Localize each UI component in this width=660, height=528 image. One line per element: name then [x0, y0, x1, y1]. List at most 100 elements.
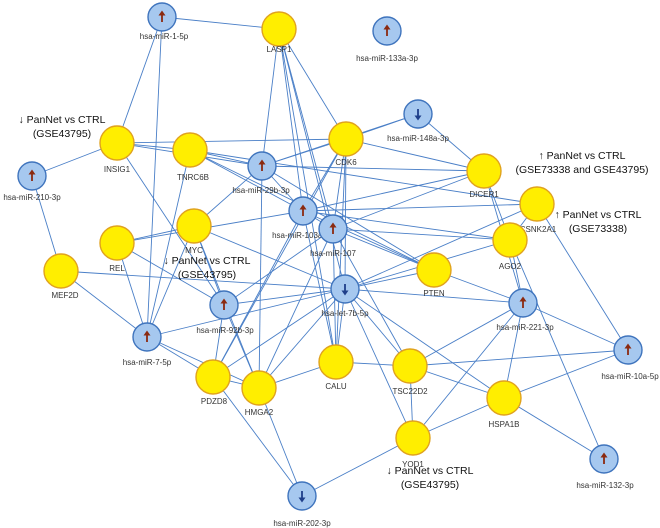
node-miR133[interactable]: hsa-miR-133a-3p: [356, 16, 418, 63]
edge-let7b-miR221: [344, 288, 524, 304]
node-miR210[interactable]: hsa-miR-210-3p: [3, 161, 61, 202]
node-INSIG1[interactable]: INSIG1: [99, 125, 135, 174]
annotation-title: ↑ PanNet vs CTRL: [539, 150, 626, 162]
node-miR29b[interactable]: hsa-miR-29b-3p: [232, 151, 290, 195]
annotation-ann_insig1: ↓ PanNet vs CTRL(GSE43795): [19, 114, 106, 140]
node-miR148[interactable]: hsa-miR-148a-3p: [387, 99, 449, 143]
edge-LASP1-let7b: [278, 28, 346, 290]
annotations-layer: ↓ PanNet vs CTRL(GSE43795) ↑ PanNet vs CT…: [19, 114, 649, 491]
gene-node-circle[interactable]: [492, 222, 528, 258]
node-label-CDK6: CDK6: [335, 158, 357, 167]
edge-let7b-miR92b: [223, 288, 346, 306]
node-miR92b[interactable]: hsa-miR-92b-3p: [196, 290, 254, 335]
node-label-miR107: hsa-miR-107: [310, 249, 356, 258]
gene-node-circle[interactable]: [519, 186, 555, 222]
edge-YOD1-miR202: [301, 437, 414, 497]
edge-let7b-YOD1: [344, 288, 414, 439]
nodes-layer: hsa-miR-1-5p LASP1 hsa-miR-133a-3p hsa-miR-…: [3, 2, 659, 528]
edge-CSNK2A1-let7b: [344, 203, 538, 290]
gene-node-circle[interactable]: [172, 132, 208, 168]
node-label-HMGA2: HMGA2: [245, 408, 274, 417]
node-LASP1[interactable]: LASP1: [261, 11, 297, 54]
node-label-miR7: hsa-miR-7-5p: [123, 358, 172, 367]
up-arrow-icon-shaft: [161, 15, 163, 22]
gene-node-circle[interactable]: [392, 348, 428, 384]
node-label-miR92b: hsa-miR-92b-3p: [196, 326, 254, 335]
node-MYC[interactable]: MYC: [176, 208, 212, 255]
node-YOD1[interactable]: YOD1: [395, 420, 431, 469]
edge-miR10a-TSC22D2: [409, 349, 629, 367]
edge-HMGA2-miR202: [258, 387, 303, 497]
node-label-miR202: hsa-miR-202-3p: [273, 519, 331, 528]
up-arrow-icon: [28, 169, 36, 175]
gene-node-circle[interactable]: [486, 380, 522, 416]
node-AGO2[interactable]: AGO2: [492, 222, 528, 271]
annotation-title: ↑ PanNet vs CTRL: [555, 209, 642, 221]
edge-let7b-HSPA1B: [344, 288, 505, 399]
up-arrow-icon: [299, 204, 307, 210]
gene-node-circle[interactable]: [466, 153, 502, 189]
gene-node-circle[interactable]: [176, 208, 212, 244]
edge-CDK6-CALU: [335, 138, 347, 363]
gene-node-circle[interactable]: [416, 252, 452, 288]
up-arrow-icon-shaft: [522, 301, 524, 308]
up-arrow-icon-shaft: [603, 457, 605, 464]
node-HSPA1B[interactable]: HSPA1B: [486, 380, 522, 429]
edge-miR221-TSC22D2: [409, 302, 524, 367]
edge-CDK6-DICER1: [345, 138, 485, 172]
node-miR1[interactable]: hsa-miR-1-5p: [140, 2, 189, 41]
edge-let7b-HMGA2: [258, 288, 346, 389]
edge-LASP1-miR103: [278, 28, 304, 212]
down-arrow-icon: [341, 290, 349, 296]
up-arrow-icon: [329, 222, 337, 228]
node-miR221[interactable]: hsa-miR-221-3p: [496, 288, 554, 332]
gene-node-circle[interactable]: [99, 225, 135, 261]
annotation-ann_myc: ↓ PanNet vs CTRL(GSE43795): [164, 255, 251, 281]
node-label-REL: REL: [109, 264, 125, 273]
node-miR132[interactable]: hsa-miR-132-3p: [576, 444, 634, 490]
node-let7b[interactable]: hsa-let-7b-5p: [321, 274, 369, 318]
up-arrow-icon: [624, 343, 632, 349]
node-PDZD8[interactable]: PDZD8: [195, 359, 231, 406]
edge-miR221-YOD1: [412, 302, 524, 439]
node-MEF2D[interactable]: MEF2D: [43, 253, 79, 300]
down-arrow-icon-shaft: [301, 491, 303, 498]
node-CSNK2A1[interactable]: CSNK2A1: [519, 186, 557, 234]
node-miR7[interactable]: hsa-miR-7-5p: [123, 322, 172, 367]
node-REL[interactable]: REL: [99, 225, 135, 273]
gene-node-circle[interactable]: [395, 420, 431, 456]
node-label-PDZD8: PDZD8: [201, 397, 228, 406]
node-miR103[interactable]: hsa-miR-103a-3p: [272, 196, 334, 240]
node-TSC22D2[interactable]: TSC22D2: [392, 348, 428, 396]
edge-CDK6-let7b: [344, 138, 347, 290]
node-label-TNRC6B: TNRC6B: [177, 173, 209, 182]
down-arrow-icon: [298, 497, 306, 503]
edge-miR1-INSIG1: [116, 16, 163, 144]
node-miR107[interactable]: hsa-miR-107: [310, 214, 356, 258]
node-CDK6[interactable]: CDK6: [328, 121, 364, 167]
edge-INSIG1-CDK6: [116, 138, 347, 144]
node-label-miR221: hsa-miR-221-3p: [496, 323, 554, 332]
gene-node-circle[interactable]: [43, 253, 79, 289]
edge-HSPA1B-miR132: [503, 397, 605, 460]
up-arrow-icon: [158, 10, 166, 16]
node-PTEN[interactable]: PTEN: [416, 252, 452, 298]
gene-node-circle[interactable]: [195, 359, 231, 395]
node-miR202[interactable]: hsa-miR-202-3p: [273, 481, 331, 528]
gene-node-circle[interactable]: [99, 125, 135, 161]
edge-CDK6-PDZD8: [212, 138, 347, 378]
down-arrow-icon-shaft: [344, 284, 346, 291]
edge-DICER1-miR29b: [261, 165, 485, 172]
node-HMGA2[interactable]: HMGA2: [241, 370, 277, 417]
gene-node-circle[interactable]: [328, 121, 364, 157]
node-DICER1[interactable]: DICER1: [466, 153, 502, 199]
gene-node-circle[interactable]: [241, 370, 277, 406]
gene-node-circle[interactable]: [318, 344, 354, 380]
node-miR10a[interactable]: hsa-miR-10a-5p: [601, 335, 659, 381]
gene-node-circle[interactable]: [261, 11, 297, 47]
node-TNRC6B[interactable]: TNRC6B: [172, 132, 209, 182]
edge-CSNK2A1-miR103: [302, 203, 538, 212]
edge-TNRC6B-CSNK2A1: [189, 149, 538, 205]
node-CALU[interactable]: CALU: [318, 344, 354, 391]
